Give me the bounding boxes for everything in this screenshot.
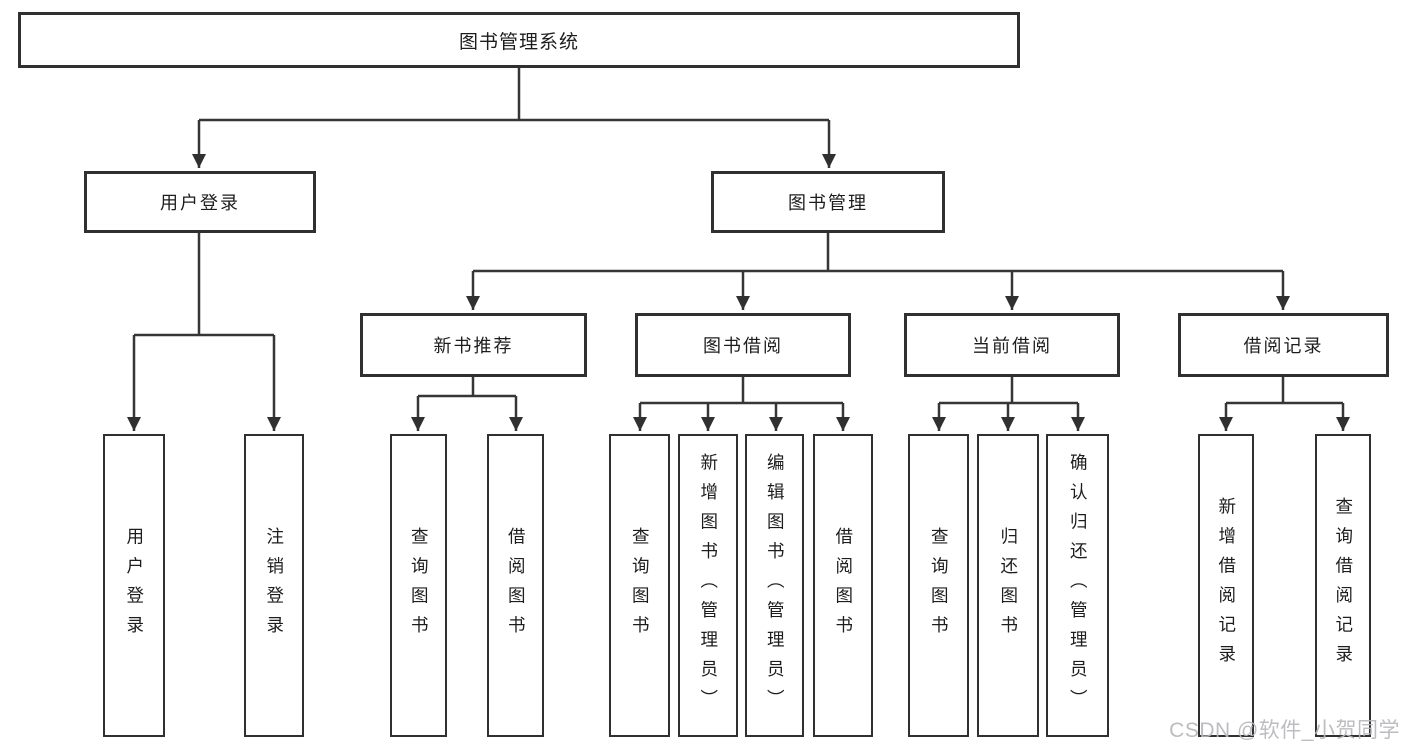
node-label: 编辑图书（管理员） [765, 452, 786, 719]
node-label: 图书管理系统 [458, 31, 579, 53]
node-library-management-system: 图书管理系统 [18, 12, 1020, 68]
leaf-user-login: 用户登录 [103, 434, 165, 737]
node-label: 用户登录 [160, 193, 240, 213]
leaf-borrow-books: 借阅图书 [813, 434, 873, 737]
node-label: 确认归还（管理员） [1068, 452, 1089, 719]
node-label: 借阅图书 [833, 526, 854, 645]
leaf-query-books-borrowing: 查询图书 [609, 434, 670, 737]
node-label: 新增借阅记录 [1216, 497, 1237, 674]
node-label: 图书借阅 [703, 336, 783, 356]
leaf-edit-books-admin: 编辑图书（管理员） [745, 434, 804, 737]
leaf-add-books-admin: 新增图书（管理员） [678, 434, 738, 737]
node-label: 借阅记录 [1243, 336, 1324, 356]
node-book-management: 图书管理 [711, 171, 945, 233]
leaf-query-borrow-record: 查询借阅记录 [1315, 434, 1371, 737]
leaf-query-books-current: 查询图书 [908, 434, 969, 737]
node-label: 查询图书 [630, 526, 651, 645]
node-borrowing-records: 借阅记录 [1178, 313, 1389, 377]
node-label: 借阅图书 [506, 526, 527, 645]
leaf-query-books-recommend: 查询图书 [390, 434, 447, 737]
node-label: 新书推荐 [433, 336, 514, 356]
leaf-logout: 注销登录 [244, 434, 304, 737]
node-label: 用户登录 [124, 526, 145, 645]
node-label: 图书管理 [788, 193, 868, 213]
node-label: 查询借阅记录 [1333, 497, 1354, 674]
node-label: 当前借阅 [972, 336, 1052, 356]
node-new-book-recommendation: 新书推荐 [360, 313, 587, 377]
node-label: 查询图书 [929, 526, 950, 645]
node-label: 归还图书 [998, 526, 1019, 645]
node-current-borrowing: 当前借阅 [904, 313, 1120, 377]
leaf-confirm-return-admin: 确认归还（管理员） [1046, 434, 1109, 737]
node-label: 注销登录 [264, 526, 285, 645]
node-book-borrowing: 图书借阅 [635, 313, 851, 377]
node-label: 查询图书 [409, 526, 430, 645]
node-label: 新增图书（管理员） [698, 452, 719, 719]
node-user-login: 用户登录 [84, 171, 316, 233]
leaf-add-borrow-record: 新增借阅记录 [1198, 434, 1254, 737]
watermark: CSDN @软件_小贺同学 [1169, 719, 1400, 742]
leaf-borrow-books-recommend: 借阅图书 [487, 434, 544, 737]
leaf-return-books: 归还图书 [977, 434, 1039, 737]
